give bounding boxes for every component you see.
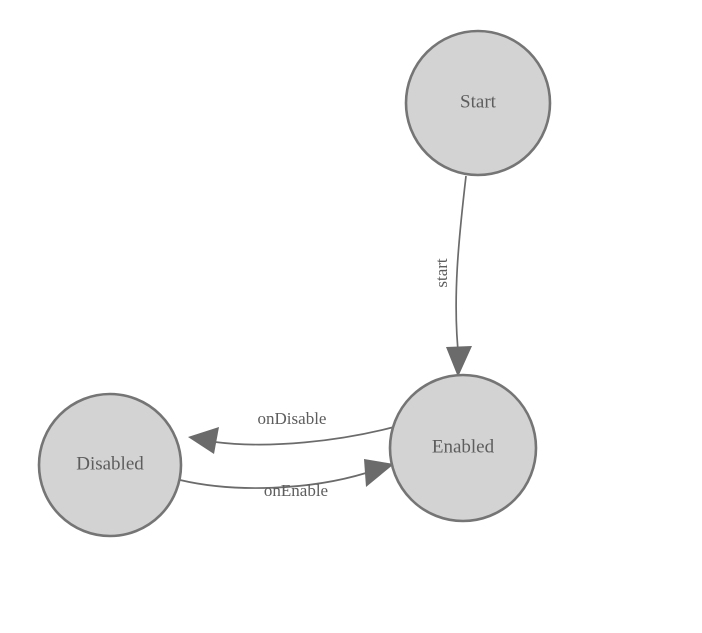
- node-group: Start Enabled Disabled: [37, 29, 552, 538]
- edge-label-start: start: [432, 258, 451, 288]
- edge-label-ondisable: onDisable: [258, 409, 327, 428]
- arrowhead-icon-enabled-to-disabled: [188, 427, 219, 454]
- node-circle-disabled: [37, 392, 183, 538]
- edge-enabled-to-disabled[interactable]: onDisable: [188, 409, 395, 454]
- arrowhead-icon-disabled-to-enabled: [364, 459, 394, 487]
- node-enabled[interactable]: Enabled: [388, 373, 538, 523]
- edge-line-disabled-to-enabled: [179, 472, 367, 489]
- edge-line-start-to-enabled: [455, 175, 467, 361]
- edge-disabled-to-enabled[interactable]: onEnable: [179, 459, 394, 500]
- node-label-disabled: Disabled: [76, 453, 144, 474]
- arrowhead-icon-start-to-enabled: [446, 346, 472, 377]
- node-start[interactable]: Start: [404, 29, 552, 177]
- node-label-start: Start: [460, 91, 497, 112]
- edge-start-to-enabled[interactable]: start: [432, 175, 472, 377]
- node-circle-start: [404, 29, 552, 177]
- edge-label-onenable: onEnable: [264, 481, 328, 500]
- node-label-enabled: Enabled: [432, 436, 495, 457]
- edge-line-enabled-to-disabled: [214, 426, 395, 446]
- node-circle-enabled: [388, 373, 538, 523]
- edge-group: start onDisable onEnable: [179, 175, 472, 500]
- node-disabled[interactable]: Disabled: [37, 392, 183, 538]
